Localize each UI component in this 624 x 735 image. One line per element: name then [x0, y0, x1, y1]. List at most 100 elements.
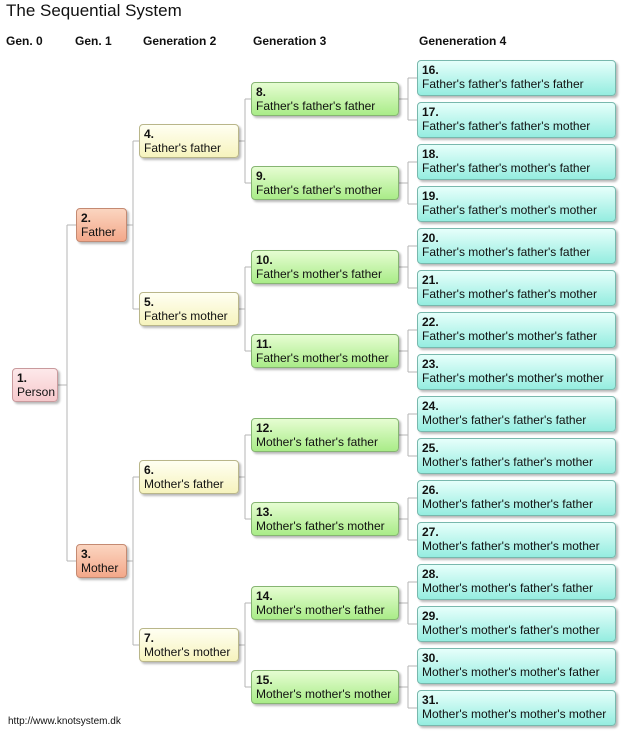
ancestor-node-23: 23.Father's mother's mother's mother — [417, 354, 616, 390]
ancestor-number: 13. — [256, 505, 273, 519]
ancestor-node-2: 2.Father — [76, 208, 127, 242]
diagram-title: The Sequential System — [6, 1, 182, 20]
ancestor-label: Mother's father's father — [256, 435, 378, 449]
ancestor-number: 6. — [144, 463, 155, 477]
ancestor-label: Mother's mother — [144, 645, 231, 659]
ancestor-number: 21. — [422, 273, 439, 287]
ancestor-node-8: 8.Father's father's father — [251, 82, 399, 116]
ancestor-node-28: 28.Mother's mother's father's father — [417, 564, 616, 600]
ancestor-number: 12. — [256, 421, 273, 435]
ancestor-node-4: 4.Father's father — [139, 124, 239, 158]
ancestor-node-1: 1.Person — [12, 368, 58, 402]
ancestor-label: Father's mother's father's mother — [422, 287, 597, 301]
ancestor-node-18: 18.Father's father's mother's father — [417, 144, 616, 180]
ancestor-number: 20. — [422, 231, 439, 245]
ancestor-node-22: 22.Father's mother's mother's father — [417, 312, 616, 348]
ancestor-label: Father's father's mother — [256, 183, 382, 197]
ancestor-number: 31. — [422, 693, 439, 707]
ancestor-label: Mother's father — [144, 477, 224, 491]
ancestor-number: 11. — [256, 337, 273, 351]
ancestor-number: 2. — [81, 211, 92, 225]
ancestor-node-9: 9.Father's father's mother — [251, 166, 399, 200]
ancestor-number: 25. — [422, 441, 439, 455]
ancestor-label: Father's mother's mother — [256, 351, 389, 365]
ancestor-number: 15. — [256, 673, 273, 687]
ancestor-label: Mother's father's mother's mother — [422, 539, 600, 553]
footer-url: http://www.knotsystem.dk — [8, 716, 121, 727]
ancestor-label: Mother's mother's father's father — [422, 581, 593, 595]
ancestor-node-14: 14.Mother's mother's father — [251, 586, 399, 620]
ancestor-label: Mother's father's father's father — [422, 413, 587, 427]
ancestor-node-26: 26.Mother's father's mother's father — [417, 480, 616, 516]
ancestor-label: Father's father's mother's father — [422, 161, 591, 175]
ancestor-node-25: 25.Mother's father's father's mother — [417, 438, 616, 474]
ancestor-label: Father's father's father's father — [422, 77, 584, 91]
ancestor-label: Mother's mother's mother — [256, 687, 392, 701]
ancestor-node-16: 16.Father's father's father's father — [417, 60, 616, 96]
ancestor-node-20: 20.Father's mother's father's father — [417, 228, 616, 264]
header-gen-3: Generation 3 — [253, 34, 327, 48]
ancestor-number: 3. — [81, 547, 92, 561]
ancestor-label: Father's mother's father's father — [422, 245, 591, 259]
ancestor-label: Mother's mother's father's mother — [422, 623, 600, 637]
ancestor-node-3: 3.Mother — [76, 544, 127, 578]
ancestor-number: 24. — [422, 399, 439, 413]
ancestor-label: Mother — [81, 561, 119, 575]
ancestor-node-24: 24.Mother's father's father's father — [417, 396, 616, 432]
ancestor-number: 22. — [422, 315, 439, 329]
ancestor-label: Father — [81, 225, 116, 239]
ancestor-number: 27. — [422, 525, 439, 539]
ancestor-node-30: 30.Mother's mother's mother's father — [417, 648, 616, 684]
ancestor-node-13: 13.Mother's father's mother — [251, 502, 399, 536]
ancestor-node-5: 5.Father's mother — [139, 292, 239, 326]
ancestor-node-31: 31.Mother's mother's mother's mother — [417, 690, 616, 726]
ancestor-node-19: 19.Father's father's mother's mother — [417, 186, 616, 222]
ancestor-number: 4. — [144, 127, 155, 141]
ancestor-node-29: 29.Mother's mother's father's mother — [417, 606, 616, 642]
ancestor-number: 1. — [17, 371, 28, 385]
ancestor-number: 28. — [422, 567, 439, 581]
ancestor-number: 9. — [256, 169, 267, 183]
ancestor-number: 26. — [422, 483, 439, 497]
ancestor-number: 16. — [422, 63, 439, 77]
ancestor-node-15: 15.Mother's mother's mother — [251, 670, 399, 704]
ancestor-label: Person — [17, 385, 56, 399]
ancestor-label: Father's mother's father — [256, 267, 382, 281]
ancestor-node-27: 27.Mother's father's mother's mother — [417, 522, 616, 558]
header-gen-1: Gen. 1 — [75, 34, 112, 48]
ancestor-label: Mother's father's mother's father — [422, 497, 593, 511]
ancestor-node-17: 17.Father's father's father's mother — [417, 102, 616, 138]
header-gen-2: Generation 2 — [143, 34, 217, 48]
ancestor-label: Mother's father's mother — [256, 519, 385, 533]
ancestor-number: 18. — [422, 147, 439, 161]
ancestor-number: 30. — [422, 651, 439, 665]
ancestor-label: Mother's mother's father — [256, 603, 385, 617]
ancestor-number: 7. — [144, 631, 155, 645]
ancestor-node-10: 10.Father's mother's father — [251, 250, 399, 284]
ancestor-number: 17. — [422, 105, 439, 119]
header-gen-4: Geneneration 4 — [419, 34, 507, 48]
header-gen-0: Gen. 0 — [6, 34, 43, 48]
ancestor-label: Father's father — [144, 141, 221, 155]
ancestor-label: Mother's mother's mother's mother — [422, 707, 607, 721]
ancestor-number: 19. — [422, 189, 439, 203]
ancestor-label: Father's father's father's mother — [422, 119, 591, 133]
ancestor-node-12: 12.Mother's father's father — [251, 418, 399, 452]
ancestor-number: 23. — [422, 357, 439, 371]
ancestor-node-11: 11.Father's mother's mother — [251, 334, 399, 368]
ancestor-label: Father's mother — [144, 309, 228, 323]
ancestor-label: Father's mother's mother's mother — [422, 371, 604, 385]
ancestor-node-21: 21.Father's mother's father's mother — [417, 270, 616, 306]
ancestor-label: Mother's father's father's mother — [422, 455, 593, 469]
ancestor-number: 10. — [256, 253, 273, 267]
ancestor-number: 5. — [144, 295, 155, 309]
ancestor-label: Father's mother's mother's father — [422, 329, 597, 343]
ancestor-node-6: 6.Mother's father — [139, 460, 239, 494]
ancestor-number: 8. — [256, 85, 267, 99]
ancestor-number: 14. — [256, 589, 273, 603]
ancestor-number: 29. — [422, 609, 439, 623]
ancestor-label: Father's father's father — [256, 99, 376, 113]
ancestor-label: Mother's mother's mother's father — [422, 665, 600, 679]
ancestor-node-7: 7.Mother's mother — [139, 628, 239, 662]
